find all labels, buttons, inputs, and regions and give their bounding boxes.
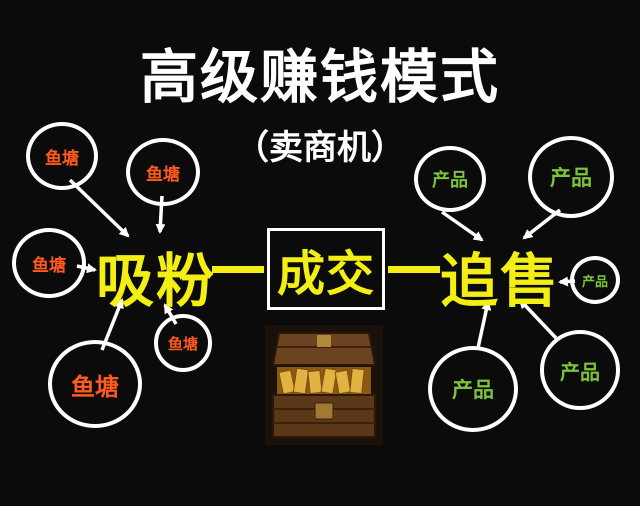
deal-node: 成交 [276,246,375,302]
attract-fans-node: 吸粉 [96,247,217,315]
pond-bubble-2: 鱼塘 [126,138,200,206]
arrow-product-5 [518,298,558,340]
treasure-chest-icon [265,325,383,445]
product-label: 产品 [432,170,468,191]
pond-label: 鱼塘 [167,334,198,353]
pond-bubble-4: 鱼塘 [48,340,142,428]
product-label: 产品 [560,359,600,384]
pond-bubble-5: 鱼塘 [154,314,212,372]
pond-bubble-3: 鱼塘 [12,228,86,298]
pond-label: 鱼塘 [45,148,79,169]
pond-bubble-1: 鱼塘 [26,122,98,190]
pond-label: 鱼塘 [71,372,119,401]
product-label: 产品 [550,166,592,190]
arrow-product-4 [476,300,492,349]
page-title: 高级赚钱模式 [139,43,500,111]
page-subtitle: （卖商机） [235,128,405,168]
deal-node-box: 成交 [267,228,385,310]
arrow-product-1 [440,210,484,242]
product-bubble-1: 产品 [414,146,486,212]
product-bubble-5: 产品 [540,330,620,410]
product-bubble-4: 产品 [428,346,518,432]
pond-label: 鱼塘 [146,164,180,185]
product-bubble-3: 产品 [570,256,620,304]
upsell-node: 追售 [440,247,561,315]
product-label: 产品 [452,378,494,402]
connector-left [212,266,264,273]
product-bubble-2: 产品 [528,136,614,218]
pond-label: 鱼塘 [32,255,66,276]
product-label: 产品 [581,274,608,290]
arrow-pond-1 [68,178,130,238]
connector-right [388,266,440,273]
